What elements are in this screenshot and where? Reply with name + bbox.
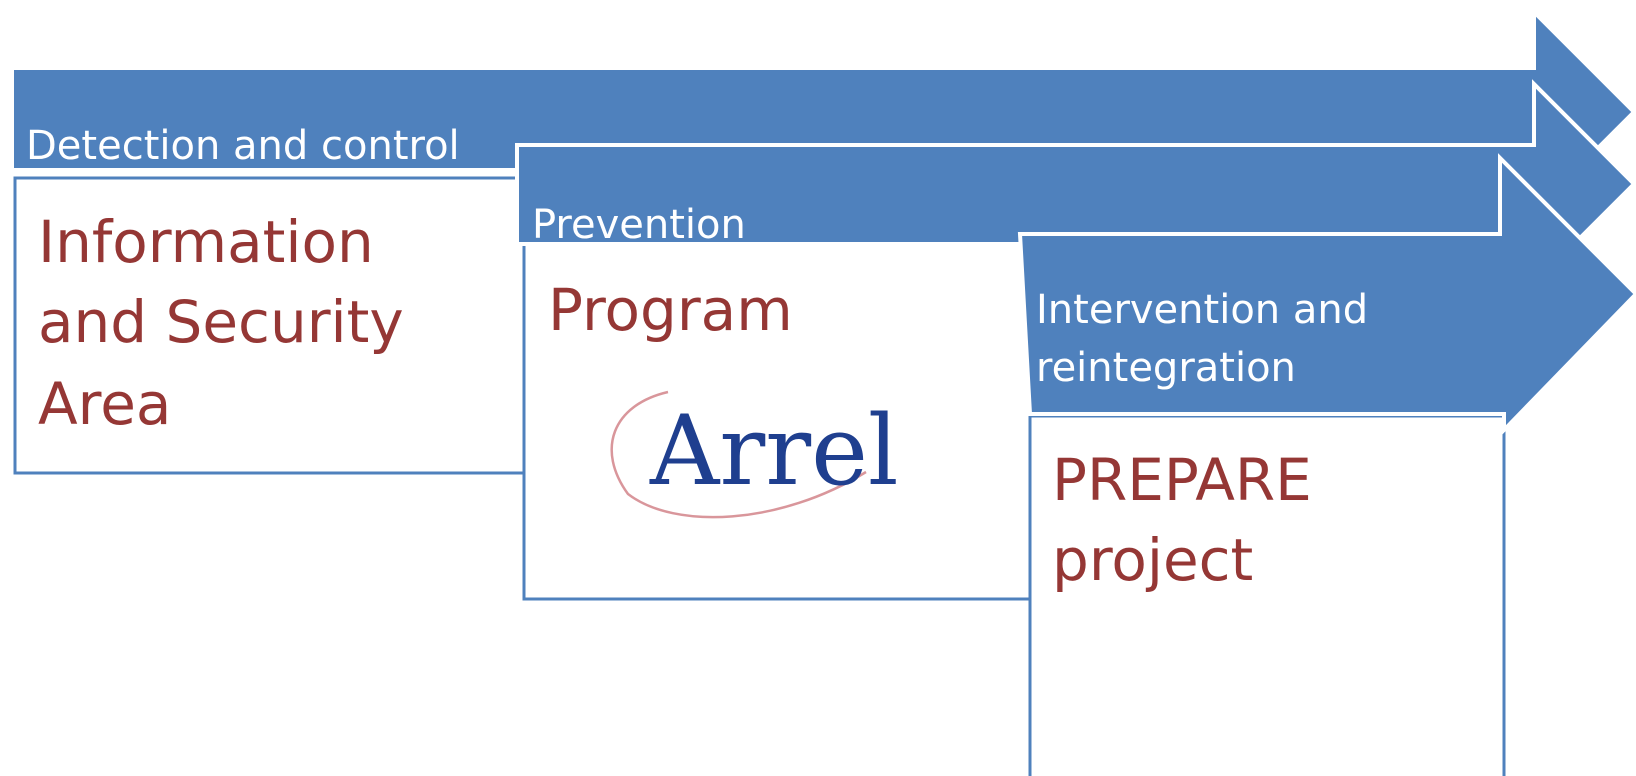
stage-intervention-arrow-icon	[1017, 153, 1636, 435]
stage-detection-content-line: and Security	[38, 288, 404, 356]
stage-detection-content-line: Area	[38, 370, 171, 438]
stage-intervention-content-box	[1028, 414, 1506, 776]
arrel-logo: Arrel	[610, 390, 899, 519]
stage-intervention-label: Intervention and	[1036, 287, 1368, 333]
stage-detection-content-line: Information	[38, 208, 374, 276]
stage-intervention-label: reintegration	[1036, 345, 1296, 391]
stage-intervention-content-line: PREPARE	[1052, 446, 1312, 514]
stage-detection-content-box	[13, 176, 537, 475]
arrel-logo-swoosh-icon	[610, 390, 867, 519]
stage-intervention-content-line: project	[1052, 526, 1253, 594]
stage-prevention-content-line: Program	[548, 276, 793, 344]
stage-prevention-label: Prevention	[532, 202, 746, 248]
arrel-logo-text: Arrel	[649, 395, 899, 507]
stage-intervention-and-reintegration: Intervention and reintegration PREPARE p…	[1017, 153, 1636, 776]
stage-detection-label: Detection and control	[26, 123, 460, 169]
